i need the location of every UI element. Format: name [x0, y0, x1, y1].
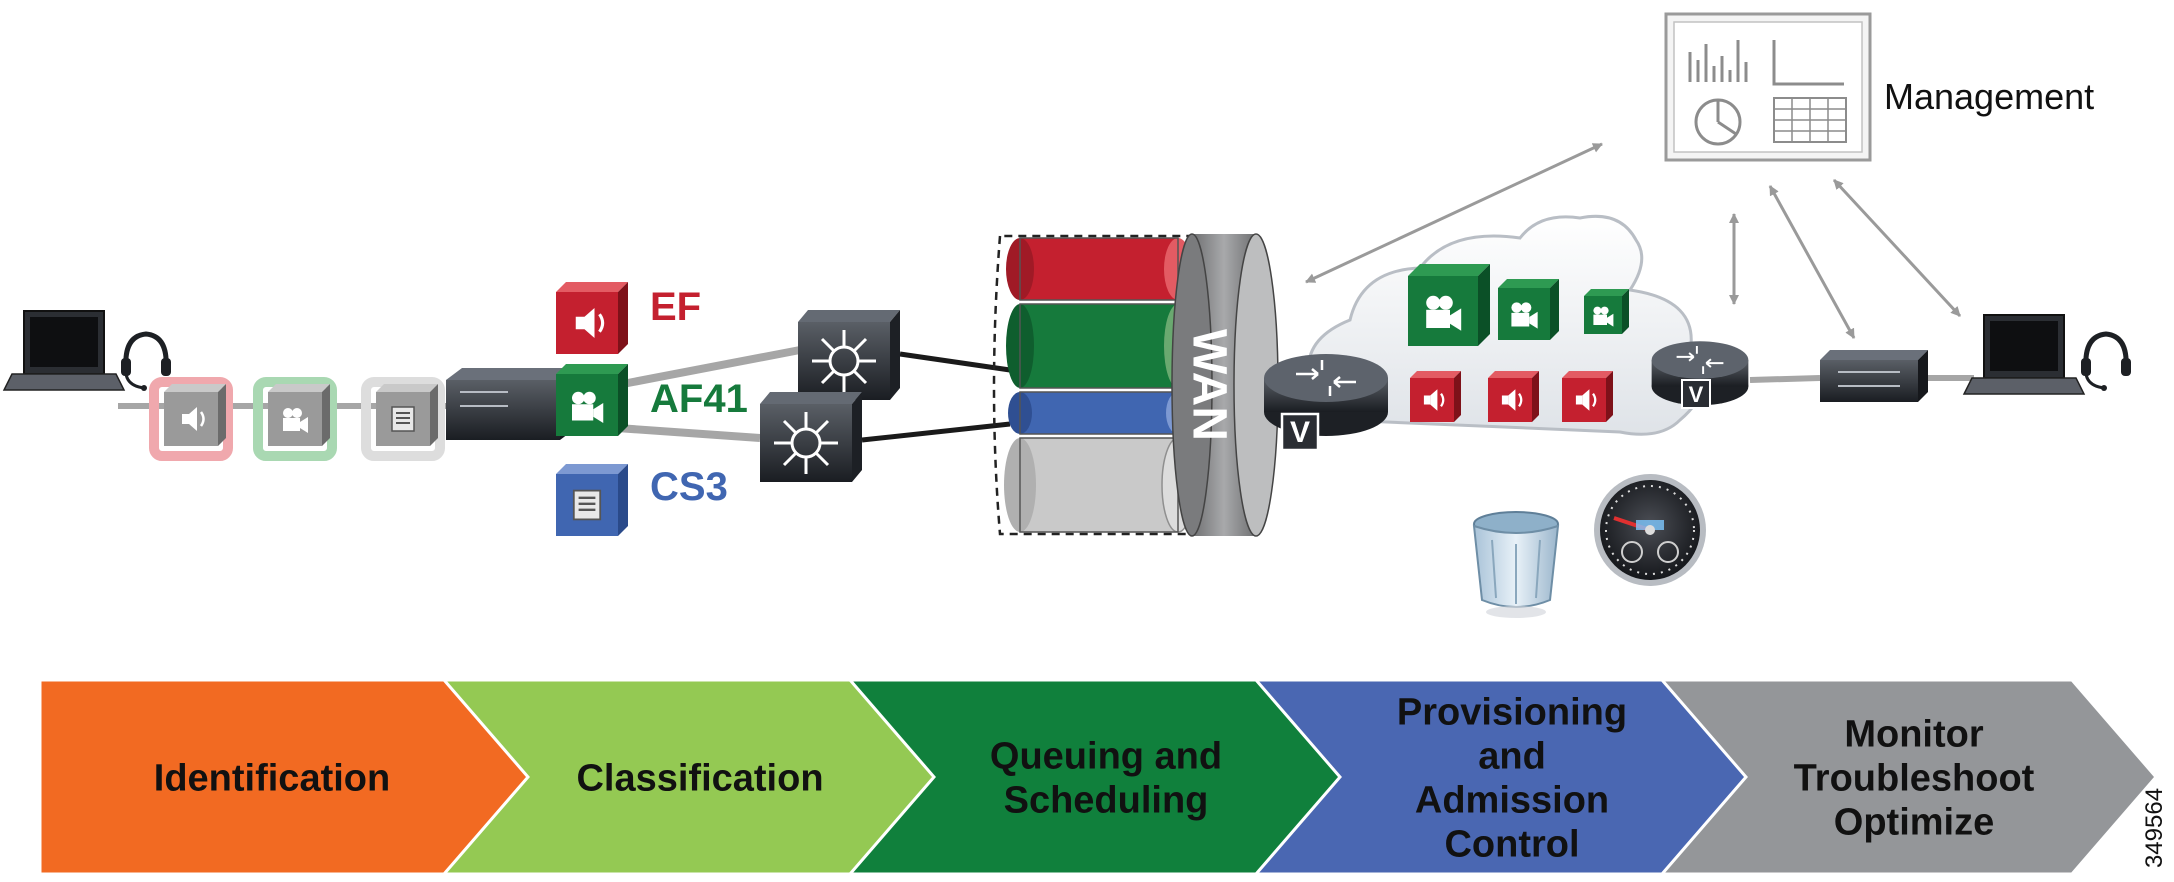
figure-id: 349564 [2141, 788, 2168, 868]
stage-label-line: and [1478, 735, 1546, 777]
wan-label: WAN [1182, 329, 1235, 441]
af41-class-cube [556, 364, 628, 436]
cs3-class-cube [556, 464, 628, 536]
stage-label-line: Classification [576, 757, 823, 799]
speedometer-icon [1594, 474, 1706, 586]
distribution-switch-bottom-icon [758, 390, 864, 484]
queues [992, 234, 1214, 536]
stage-label-identification: Identification [154, 757, 390, 799]
management-label: Management [1884, 76, 2094, 117]
data-packet-icon [361, 377, 445, 461]
distribution-switch-top-icon [796, 308, 902, 402]
wan-link [1171, 233, 1279, 537]
stage-label-line: Troubleshoot [1794, 757, 2035, 799]
branch-router-v-badge: V [1681, 379, 1711, 409]
ef-label: EF [650, 285, 701, 329]
remote-headset-icon [2081, 334, 2131, 391]
cloud-voice-traffic [1410, 371, 1613, 422]
stage-label-line: Scheduling [1004, 779, 1209, 821]
router-v-badge: V [1280, 412, 1320, 452]
stage-label-line: Identification [154, 757, 390, 799]
management-arrows [1305, 142, 1962, 339]
stage-label-line: Control [1444, 823, 1579, 865]
af41-label: AF41 [650, 377, 748, 421]
laptop-icon [3, 310, 125, 391]
voice-packet-icon [149, 377, 233, 461]
ef-class-cube [556, 282, 628, 354]
video-packet-icon [253, 377, 337, 461]
stage-label-line: Provisioning [1397, 691, 1627, 733]
stage-label-line: Queuing and [990, 735, 1222, 777]
remote-laptop-icon [1963, 314, 2085, 395]
cs3-label: CS3 [650, 465, 728, 509]
management-console [1664, 12, 1872, 162]
router-v-symbol: V [1290, 416, 1310, 449]
cloud-video-traffic [1408, 264, 1629, 346]
stage-label-line: Monitor [1844, 713, 1984, 755]
stage-label-line: Admission [1415, 779, 1609, 821]
stage-label-line: Optimize [1834, 801, 1994, 843]
stage-monitor-troubleshoot-optimize [1658, 678, 2158, 876]
branch-switch-icon [1820, 350, 1928, 402]
branch-router-v-symbol: V [1689, 382, 1704, 407]
trash-icon [1472, 511, 1560, 618]
stage-label-classification: Classification [576, 757, 823, 799]
